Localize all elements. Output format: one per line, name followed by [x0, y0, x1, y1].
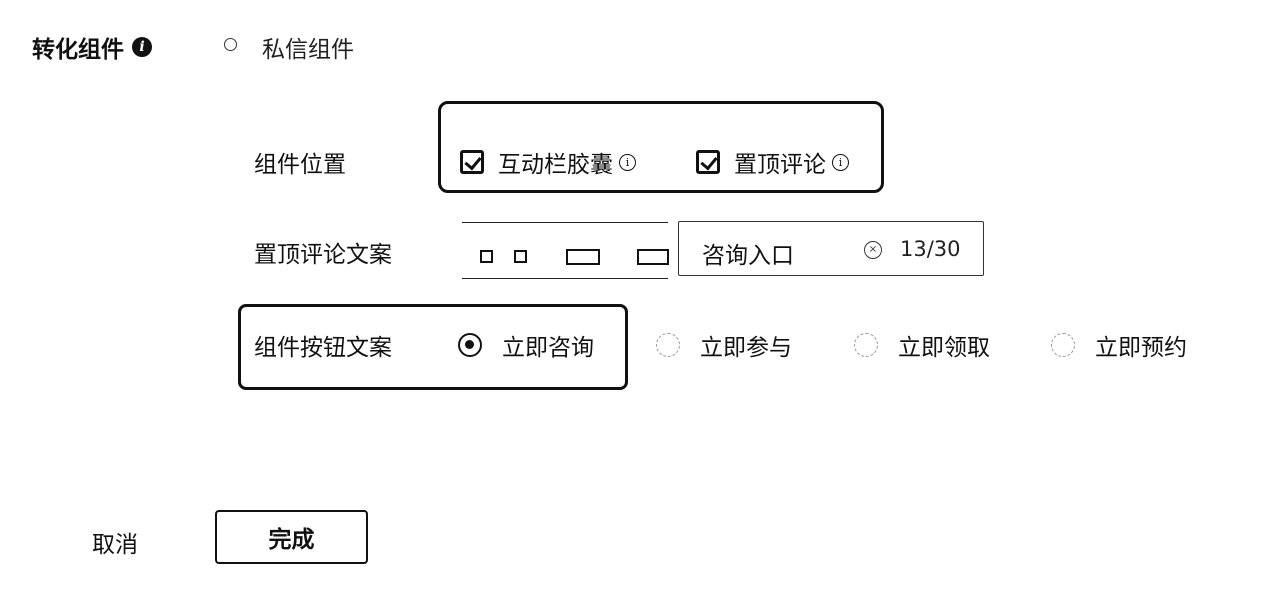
private-message-radio[interactable]: [224, 38, 237, 51]
checkbox-label: 互动栏胶囊: [498, 152, 613, 178]
placeholder-rect: [637, 249, 669, 265]
pinned-comment-text-label: 置顶评论文案: [254, 242, 392, 268]
comment-text-input[interactable]: [678, 221, 984, 276]
radio-label: 立即领取: [898, 335, 990, 361]
radio-icon[interactable]: [458, 333, 482, 357]
placeholder-square: [480, 250, 493, 263]
comment-prefix-field[interactable]: [462, 222, 669, 279]
cancel-button[interactable]: 取消: [92, 525, 138, 559]
position-label: 组件位置: [254, 152, 346, 178]
info-icon[interactable]: i: [619, 153, 636, 171]
checkbox-icon[interactable]: [460, 150, 484, 174]
radio-label: 立即参与: [700, 335, 792, 361]
radio-label: 立即咨询: [502, 335, 594, 361]
info-icon[interactable]: i: [832, 153, 849, 171]
checkbox-label: 置顶评论: [734, 152, 826, 178]
radio-icon[interactable]: [1051, 333, 1075, 357]
radio-claim-now[interactable]: 立即领取: [854, 328, 990, 362]
radio-book-now[interactable]: 立即预约: [1051, 328, 1187, 362]
placeholder-rect: [566, 249, 600, 265]
clear-icon[interactable]: ×: [864, 241, 882, 259]
conversion-component-header: 转化组件 i: [32, 30, 152, 64]
radio-icon[interactable]: [656, 333, 680, 357]
checkbox-interaction-capsule[interactable]: 互动栏胶囊 i: [460, 145, 636, 179]
checkbox-icon[interactable]: [696, 150, 720, 174]
position-highlight-box: [438, 101, 884, 193]
radio-icon[interactable]: [854, 333, 878, 357]
button-text-highlight-box: [238, 304, 628, 390]
private-message-label: 私信组件: [262, 37, 354, 63]
button-text-label: 组件按钮文案: [254, 335, 392, 361]
done-button[interactable]: 完成: [215, 510, 368, 564]
checkbox-pinned-comment[interactable]: 置顶评论 i: [696, 145, 849, 179]
character-counter: 13/30: [900, 237, 961, 261]
radio-consult-now[interactable]: 立即咨询: [458, 328, 594, 362]
comment-text-value: 咨询入口: [702, 243, 794, 269]
radio-join-now[interactable]: 立即参与: [656, 328, 792, 362]
placeholder-square: [514, 250, 527, 263]
info-icon[interactable]: i: [132, 37, 152, 57]
radio-label: 立即预约: [1095, 335, 1187, 361]
section-title: 转化组件: [32, 37, 124, 63]
